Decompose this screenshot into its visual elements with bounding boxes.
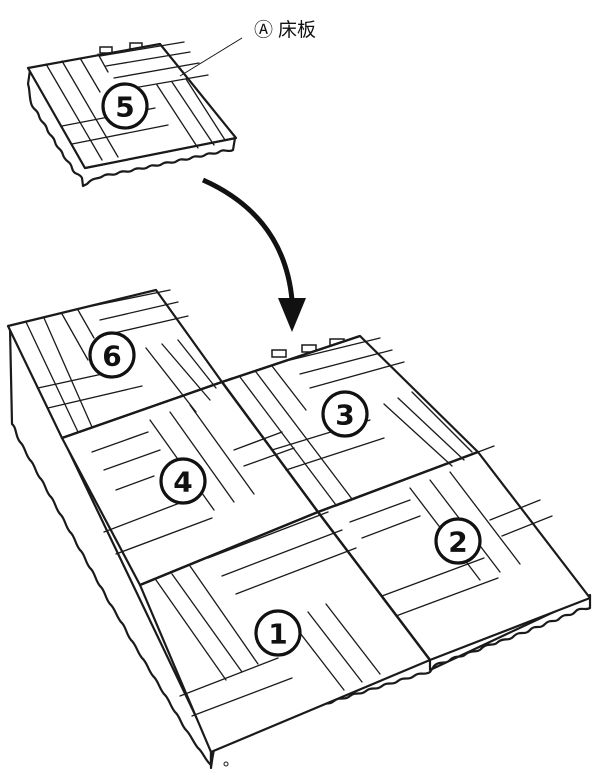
tile-2-number-badge <box>434 517 482 565</box>
curved-down-arrow-icon <box>201 177 306 332</box>
tile-1-number: 1 <box>268 618 287 651</box>
tile-3-number: 3 <box>335 399 354 432</box>
part-id-label: Ⓐ <box>254 19 273 41</box>
assembled-floor: 6 4 3 2 1 <box>6 288 592 769</box>
tile-4-number: 4 <box>173 466 192 499</box>
tile-5-number-badge <box>101 82 149 130</box>
tile-6-number: 6 <box>102 340 121 373</box>
tile-5: 5 <box>26 41 238 188</box>
tile-1-slats <box>155 511 381 717</box>
part-label: Ⓐ 床板 <box>179 19 316 77</box>
screw-hole-icon <box>223 761 229 767</box>
part-name-label: 床板 <box>278 19 316 41</box>
tile-4-number-badge <box>159 457 207 505</box>
tile-3-slats <box>239 337 473 506</box>
tile-6-number-badge <box>88 331 136 379</box>
tile-5-slats <box>45 41 226 161</box>
tile-5-number: 5 <box>115 91 134 124</box>
tile-2-number: 2 <box>448 526 467 559</box>
tile-3-number-badge <box>321 390 369 438</box>
tile-1-number-badge <box>254 609 302 657</box>
label-leader-line <box>179 37 243 77</box>
